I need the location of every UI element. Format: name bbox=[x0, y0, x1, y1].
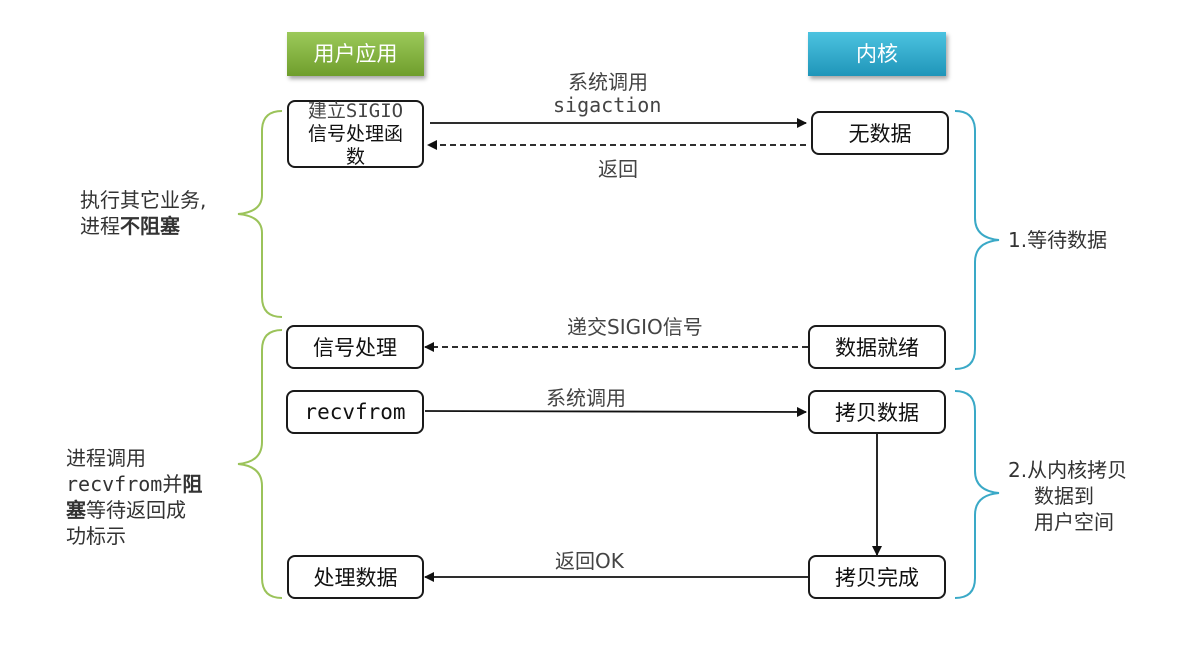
kernel-header: 内核 bbox=[808, 32, 946, 76]
label-syscall: 系统调用 bbox=[568, 70, 648, 94]
left-brace-nonblocking bbox=[237, 110, 283, 318]
note-nonblocking: 执行其它业务, 进程不阻塞 bbox=[80, 187, 206, 239]
user-app-header: 用户应用 bbox=[287, 32, 424, 76]
emphasis-nonblocking: 不阻塞 bbox=[120, 214, 180, 238]
emphasis-block-2: 塞 bbox=[66, 498, 86, 522]
label-return: 返回 bbox=[598, 157, 638, 181]
signal-handler-box: 信号处理 bbox=[286, 325, 424, 369]
setup-line-3: 数 bbox=[345, 145, 365, 168]
note-nonblocking-line-1: 执行其它业务, bbox=[80, 188, 207, 212]
note-phase-2-line-1: 2.从内核拷贝 bbox=[1008, 458, 1128, 482]
setup-line-1: 建立SIGIO bbox=[307, 99, 404, 122]
label-return-ok: 返回OK bbox=[555, 549, 624, 573]
note-blocking-line-4: 功标示 bbox=[66, 524, 126, 548]
emphasis-block-1: 阻 bbox=[182, 472, 203, 496]
note-phase-1: 1.等待数据 bbox=[1008, 228, 1108, 252]
note-blocking-line-1: 进程调用 bbox=[66, 446, 146, 470]
arrow-recvfrom-call bbox=[424, 406, 807, 417]
process-data-box: 处理数据 bbox=[287, 555, 424, 599]
note-blocking-line-3: 塞等待返回成 bbox=[66, 498, 186, 522]
no-data-box: 无数据 bbox=[811, 111, 949, 155]
data-ready-box: 数据就绪 bbox=[808, 325, 946, 369]
left-brace-blocking bbox=[237, 329, 283, 599]
label-sigaction: sigaction bbox=[553, 93, 662, 117]
copy-done-box: 拷贝完成 bbox=[808, 555, 946, 599]
note-phase-2: 2.从内核拷贝 数据到 用户空间 bbox=[1008, 457, 1127, 535]
label-deliver-sigio: 递交SIGIO信号 bbox=[567, 315, 703, 339]
note-blocking-line-2: recvfrom并阻 bbox=[66, 472, 203, 496]
label-syscall-2: 系统调用 bbox=[546, 386, 626, 410]
right-brace-phase2 bbox=[954, 390, 1000, 599]
right-brace-phase1 bbox=[954, 110, 1000, 370]
note-phase-2-line-3: 用户空间 bbox=[1034, 510, 1114, 534]
note-nonblocking-line-2: 进程不阻塞 bbox=[80, 214, 180, 238]
note-phase-2-line-2: 数据到 bbox=[1034, 484, 1094, 508]
copy-data-box: 拷贝数据 bbox=[808, 390, 946, 434]
recvfrom-box: recvfrom bbox=[286, 390, 424, 434]
setup-line-2: 信号处理函 bbox=[307, 122, 403, 145]
note-blocking: 进程调用 recvfrom并阻 塞等待返回成 功标示 bbox=[66, 445, 202, 549]
setup-sigio-handler-box: 建立SIGIO 信号处理函 数 bbox=[287, 100, 424, 168]
